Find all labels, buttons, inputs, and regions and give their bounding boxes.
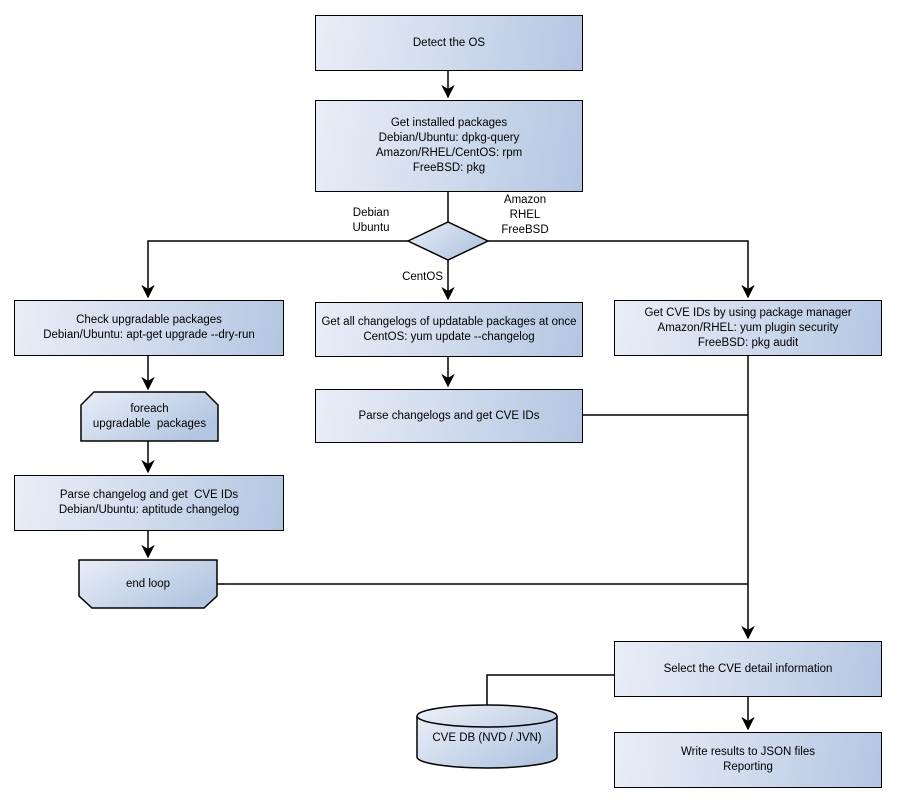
node-detect-os: Detect the OS <box>315 15 583 71</box>
node-label: Amazon/RHEL: yum plugin security <box>657 321 839 334</box>
node-label: Parse changelogs and get CVE IDs <box>358 409 540 422</box>
edge-label-line: CentOS <box>402 271 443 283</box>
connector-cvedb-to-select <box>486 674 614 705</box>
connector-decision-to-get-cve-ids <box>488 240 755 299</box>
node-write-results-reporting: Write results to JSON files Reporting <box>614 732 882 788</box>
node-label: Parse changelog and get CVE IDs <box>59 489 239 501</box>
node-parse-changelogs-get-cve-ids: Parse changelogs and get CVE IDs <box>315 389 583 443</box>
edge-label-line: FreeBSD <box>501 224 549 236</box>
node-label: Debian/Ubuntu: apt-get upgrade --dry-run <box>43 329 255 341</box>
node-label: Get all changelogs of updatable packages… <box>321 315 577 328</box>
edge-label-line: RHEL <box>509 209 541 221</box>
edge-label-amazon-rhel-freebsd: Amazon RHEL FreeBSD <box>495 193 555 238</box>
node-label: FreeBSD: pkg audit <box>697 336 799 349</box>
node-get-installed-packages: Get installed packages Debian/Ubuntu: dp… <box>315 100 583 192</box>
cve-db-cylinder-shape <box>416 704 558 769</box>
node-label: FreeBSD: pkg <box>412 162 486 174</box>
edge-label-line: Amazon <box>503 194 547 206</box>
edge-label-line: Debian <box>352 207 390 219</box>
decision-os-diamond <box>406 221 490 261</box>
node-label: Detect the OS <box>412 36 486 49</box>
node-label: Debian/Ubuntu: dpkg-query <box>378 132 520 144</box>
node-label: Write results to JSON files <box>681 746 815 758</box>
node-label: Reporting <box>723 761 773 773</box>
node-label: Get installed packages <box>390 117 508 129</box>
node-get-all-changelogs: Get all changelogs of updatable packages… <box>315 302 583 357</box>
node-get-cve-ids-package-manager: Get CVE IDs by using package manager Ama… <box>614 300 882 356</box>
edge-label-centos: CentOS <box>383 270 443 285</box>
loop-start-foreach-shape <box>80 391 219 442</box>
connector-decision-to-check-upgradable <box>141 240 408 299</box>
edge-label-line: Ubuntu <box>352 222 390 234</box>
node-label: CentOS: yum update --changelog <box>363 330 535 343</box>
node-label: Select the CVE detail information <box>663 662 833 675</box>
node-label: Check upgradable packages <box>76 314 222 326</box>
node-parse-changelog-debian: Parse changelog and get CVE IDs Debian/U… <box>14 475 284 531</box>
node-label: Amazon/RHEL/CentOS: rpm <box>375 147 523 159</box>
node-check-upgradable-packages: Check upgradable packages Debian/Ubuntu:… <box>14 300 284 356</box>
node-label: Get CVE IDs by using package manager <box>644 306 852 319</box>
edge-label-debian-ubuntu: Debian Ubuntu <box>340 206 402 236</box>
loop-end-shape <box>78 559 218 609</box>
node-select-cve-detail: Select the CVE detail information <box>614 641 882 697</box>
node-label: Debian/Ubuntu: aptitude changelog <box>58 504 240 516</box>
